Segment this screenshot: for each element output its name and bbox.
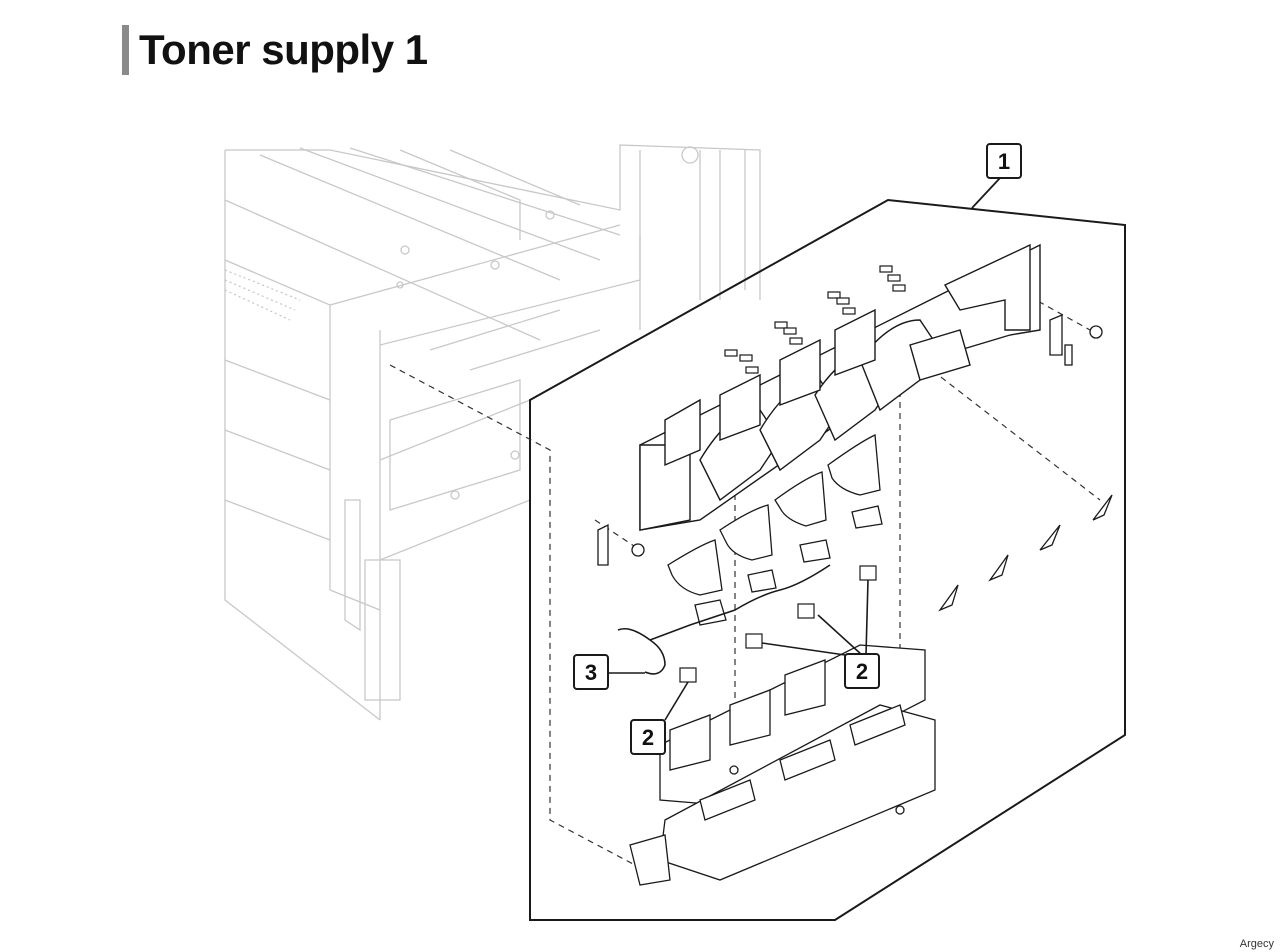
right-bracket-and-screw — [1049, 314, 1103, 366]
callout-leaders — [608, 579, 869, 721]
callout-3: 3 — [573, 654, 609, 690]
seal-pieces — [667, 434, 883, 626]
housing-clips — [724, 265, 906, 374]
callout-1-box — [529, 198, 1126, 921]
page-title-block: Toner supply 1 — [122, 24, 428, 76]
watermark: Argecy — [1239, 938, 1274, 950]
triangle-seals — [938, 494, 1113, 612]
callout-2a: 2 — [844, 653, 880, 689]
page-title: Toner supply 1 — [139, 26, 428, 73]
svg-text:3: 3 — [585, 660, 597, 685]
svg-text:2: 2 — [642, 725, 654, 750]
svg-text:2: 2 — [856, 659, 868, 684]
printer-frame-ghost — [224, 144, 761, 721]
callout-1: 1 — [986, 143, 1022, 179]
callout-2b: 2 — [630, 719, 666, 755]
drive-board-assembly — [629, 644, 936, 886]
wire-harness — [617, 564, 831, 675]
svg-text:1: 1 — [998, 149, 1010, 174]
title-accent-bar — [122, 25, 129, 75]
toner-housing-assembly — [639, 243, 1041, 531]
left-bracket-and-screw — [597, 523, 645, 566]
